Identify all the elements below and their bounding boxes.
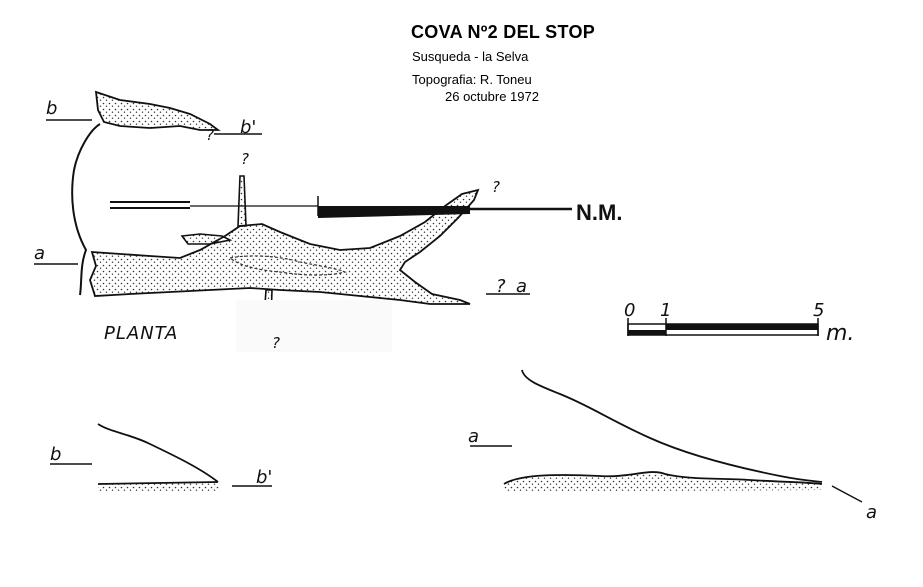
- section-mark-a: a: [34, 243, 45, 264]
- scale-unit: m.: [826, 321, 854, 346]
- unknown-mark: ?: [272, 334, 280, 352]
- map-title: COVA Nº2 DEL STOP: [411, 22, 596, 42]
- side-branch: [180, 233, 233, 245]
- unknown-continuation-marks: ? ? ? ? ?: [206, 126, 506, 352]
- location-text: Susqueda - la Selva: [412, 49, 529, 64]
- unknown-mark: ?: [496, 276, 506, 297]
- plan-label: PLANTA: [104, 323, 178, 344]
- section-mark-b-prime: b': [240, 117, 256, 138]
- plan-section-markers: b b' a a: [34, 98, 530, 297]
- unknown-mark: ?: [206, 126, 214, 144]
- north-arrow: [110, 196, 572, 218]
- plan-view: [71, 90, 480, 352]
- section-aa: a a: [468, 369, 877, 523]
- survey-date: 26 octubre 1972: [445, 89, 539, 104]
- west-wall: [71, 123, 101, 296]
- section-mark-b: b: [46, 98, 57, 119]
- north-shaft: [237, 175, 247, 227]
- magnetic-north-label: N.M.: [576, 200, 622, 225]
- scale-bar: 0 1 5 m.: [624, 300, 854, 346]
- inner-chamber-detail: [228, 255, 347, 276]
- section-mark-a-end: a: [516, 276, 527, 297]
- scale-tick-0: 0: [624, 300, 635, 321]
- section-bb: b b': [50, 423, 272, 492]
- section-aa-left-label: a: [468, 426, 479, 447]
- surveyor-text: Topografia: R. Toneu: [412, 72, 532, 87]
- scale-tick-5: 5: [813, 300, 824, 321]
- scale-tick-1: 1: [660, 300, 671, 321]
- unknown-mark: ?: [492, 178, 500, 196]
- section-aa-right-label: a: [866, 502, 877, 523]
- upper-passage-fill: [94, 90, 221, 131]
- unknown-mark: ?: [241, 150, 249, 168]
- section-bb-right-label: b': [256, 467, 272, 488]
- section-bb-left-label: b: [50, 444, 61, 465]
- main-gallery-fill: [89, 188, 480, 305]
